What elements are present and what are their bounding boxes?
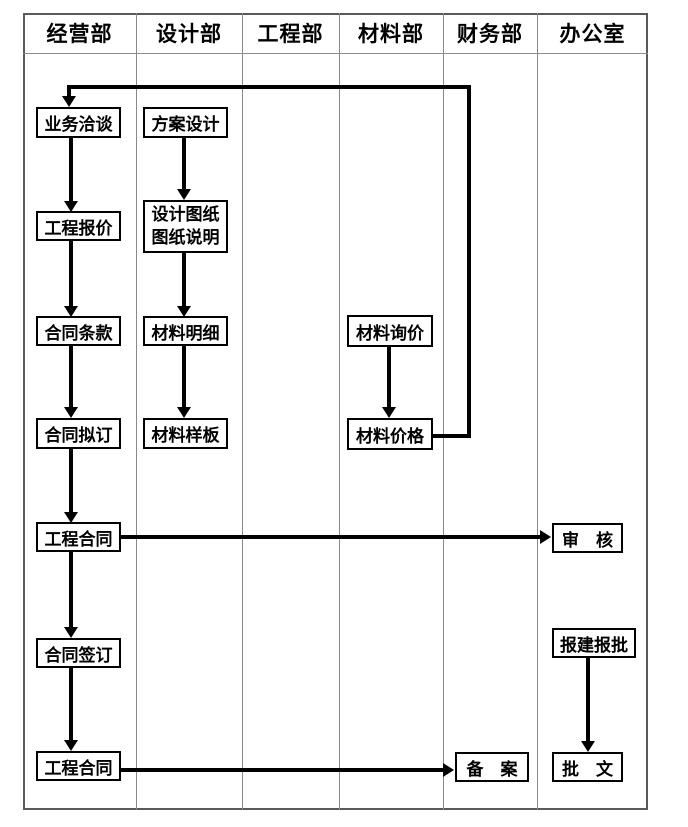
arrow-project-contract-to-review (121, 530, 551, 544)
lane-header-business-dept: 经营部 (46, 22, 113, 46)
arrow-project-contract-to-filing (121, 763, 454, 777)
arrow-project-contract-to-contract-signing (64, 552, 78, 638)
box-construction-approval: 报建报批 (552, 628, 636, 658)
loop-segment-top (67, 85, 471, 89)
lane-header-engineering-dept: 工程部 (257, 22, 324, 46)
arrow-scheme-design-to-design-drawings (177, 138, 191, 200)
lane-header-finance-dept: 财务部 (457, 22, 523, 46)
lane-header-materials-dept: 材料部 (358, 22, 424, 46)
box-material-samples: 材料样板 (143, 418, 228, 449)
box-contract-signing: 合同签订 (36, 638, 121, 668)
lane-divider (443, 13, 444, 810)
box-business-negotiation: 业务洽谈 (36, 107, 121, 138)
header-separator-line (23, 53, 648, 54)
box-design-drawings-line1: 设计图纸 (151, 204, 220, 224)
box-project-contract-review: 工程合同 (36, 522, 121, 552)
box-contract-terms: 合同条款 (36, 316, 121, 346)
lane-divider (242, 13, 243, 810)
arrow-material-inquiry-to-material-price (382, 347, 396, 418)
arrow-contract-terms-to-contract-drafting (64, 346, 78, 418)
lane-header-office: 办公室 (559, 22, 626, 46)
box-review: 审 核 (552, 523, 623, 553)
arrow-construction-approval-to-approval-document (581, 658, 595, 752)
arrow-contract-signing-to-project-contract (64, 668, 78, 751)
box-material-details: 材料明细 (143, 316, 228, 346)
box-design-drawings-line2: 图纸说明 (151, 227, 220, 247)
box-approval-document: 批 文 (552, 752, 623, 782)
box-filing: 备 案 (455, 752, 529, 782)
box-design-drawings: 设计图纸 图纸说明 (143, 200, 228, 253)
lane-divider (537, 13, 538, 810)
box-project-quotation: 工程报价 (36, 211, 121, 241)
lane-divider (339, 13, 340, 810)
loop-segment-vertical (467, 85, 471, 438)
box-scheme-design: 方案设计 (143, 107, 228, 138)
swimlane-table-border (23, 13, 648, 810)
arrow-material-details-to-material-samples (177, 346, 191, 418)
lane-header-design-dept: 设计部 (156, 22, 222, 46)
box-contract-drafting: 合同拟订 (36, 418, 121, 449)
arrow-loop-to-business-negotiation (62, 85, 76, 107)
arrow-contract-drafting-to-project-contract (64, 449, 78, 523)
lane-divider (136, 13, 137, 810)
loop-segment-from-material-price (432, 434, 471, 438)
arrow-business-negotiation-to-project-quotation (64, 138, 78, 212)
arrow-project-quotation-to-contract-terms (64, 240, 78, 317)
box-project-contract-filing: 工程合同 (36, 751, 121, 781)
box-material-price: 材料价格 (347, 418, 433, 450)
box-material-inquiry: 材料询价 (347, 315, 433, 347)
arrow-design-drawings-to-material-details (177, 253, 191, 317)
